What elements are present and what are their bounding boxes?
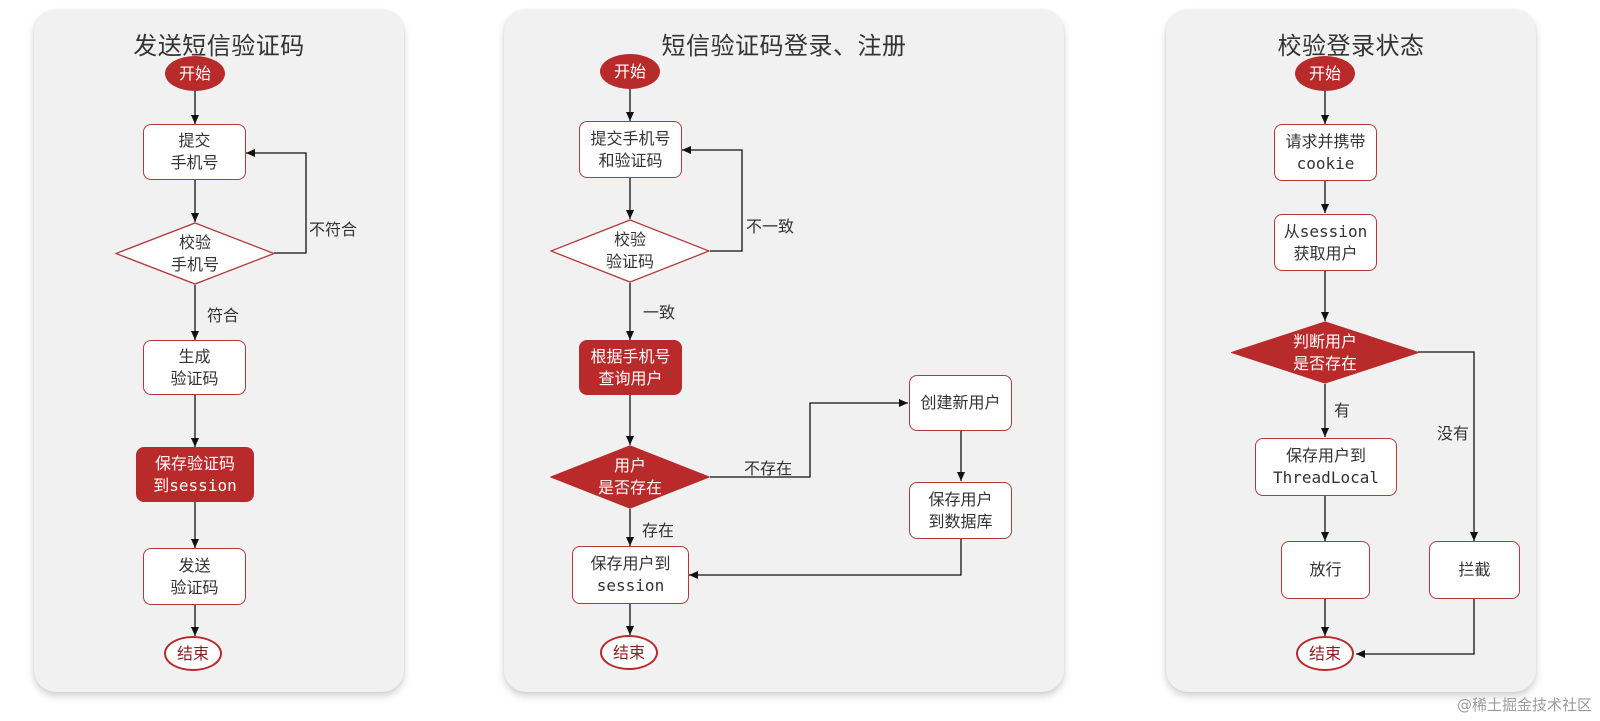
- submit-phone-box: 提交 手机号: [143, 124, 246, 180]
- end-oval: 结束: [164, 636, 222, 671]
- label-consistent: 一致: [643, 303, 676, 322]
- label-inconsistent: 不一致: [746, 217, 795, 236]
- check-phone-diamond: 校验 手机号: [115, 222, 275, 285]
- get-user-box: 从session 获取用户: [1274, 214, 1377, 271]
- request-cookie-box: 请求并携带 cookie: [1274, 124, 1377, 181]
- start-oval: 开始: [600, 54, 660, 89]
- label-match: 符合: [207, 306, 240, 325]
- label-exist: 存在: [642, 521, 675, 540]
- end-oval: 结束: [600, 635, 658, 670]
- user-exists-diamond: 判断用户 是否存在: [1231, 321, 1419, 384]
- label-yes: 有: [1334, 401, 1351, 420]
- save-code-box: 保存验证码 到session: [136, 447, 254, 502]
- start-oval: 开始: [1295, 56, 1355, 91]
- submit-phone-code-box: 提交手机号 和验证码: [579, 121, 682, 178]
- create-user-box: 创建新用户: [909, 375, 1012, 431]
- save-session-box: 保存用户到 session: [572, 546, 689, 604]
- save-threadlocal-box: 保存用户到 ThreadLocal: [1255, 438, 1397, 496]
- allow-box: 放行: [1281, 541, 1370, 599]
- check-code-diamond: 校验 验证码: [550, 219, 710, 283]
- query-user-box: 根据手机号 查询用户: [579, 340, 682, 395]
- start-oval: 开始: [165, 56, 225, 91]
- send-code-box: 发送 验证码: [143, 548, 246, 605]
- label-not-match: 不符合: [309, 220, 358, 239]
- save-db-box: 保存用户 到数据库: [909, 482, 1012, 539]
- label-not-exist: 不存在: [744, 459, 793, 478]
- generate-code-box: 生成 验证码: [143, 340, 246, 395]
- end-oval: 结束: [1296, 636, 1354, 671]
- intercept-box: 拦截: [1429, 541, 1520, 599]
- label-no: 没有: [1437, 424, 1470, 443]
- user-exists-diamond: 用户 是否存在: [550, 445, 710, 509]
- panel-title: 短信验证码登录、注册: [661, 32, 907, 60]
- watermark: @稀土掘金技术社区: [1456, 696, 1592, 714]
- panel-title: 发送短信验证码: [133, 32, 305, 60]
- panel-title: 校验登录状态: [1277, 32, 1425, 60]
